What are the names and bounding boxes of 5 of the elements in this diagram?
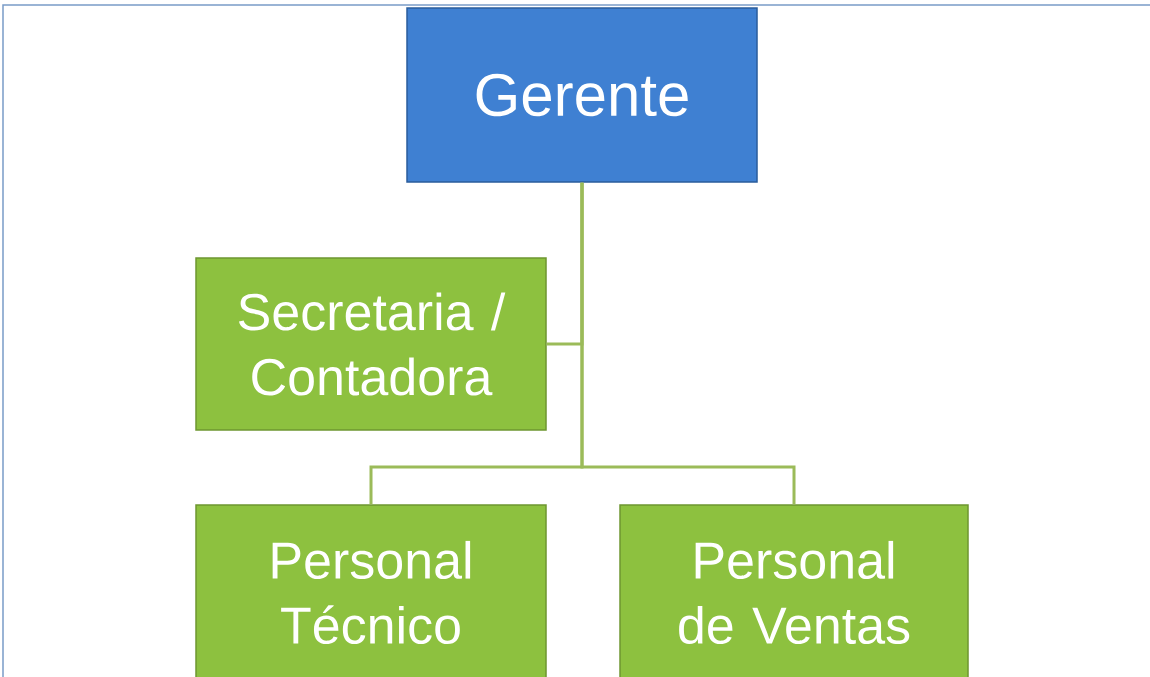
org-box: Secretaria / Contadora bbox=[195, 257, 547, 431]
org-box: Personal Técnico bbox=[195, 504, 547, 677]
connector bbox=[580, 182, 796, 505]
org-box: Personal de Ventas bbox=[619, 504, 969, 677]
org-box: Gerente bbox=[406, 7, 758, 183]
